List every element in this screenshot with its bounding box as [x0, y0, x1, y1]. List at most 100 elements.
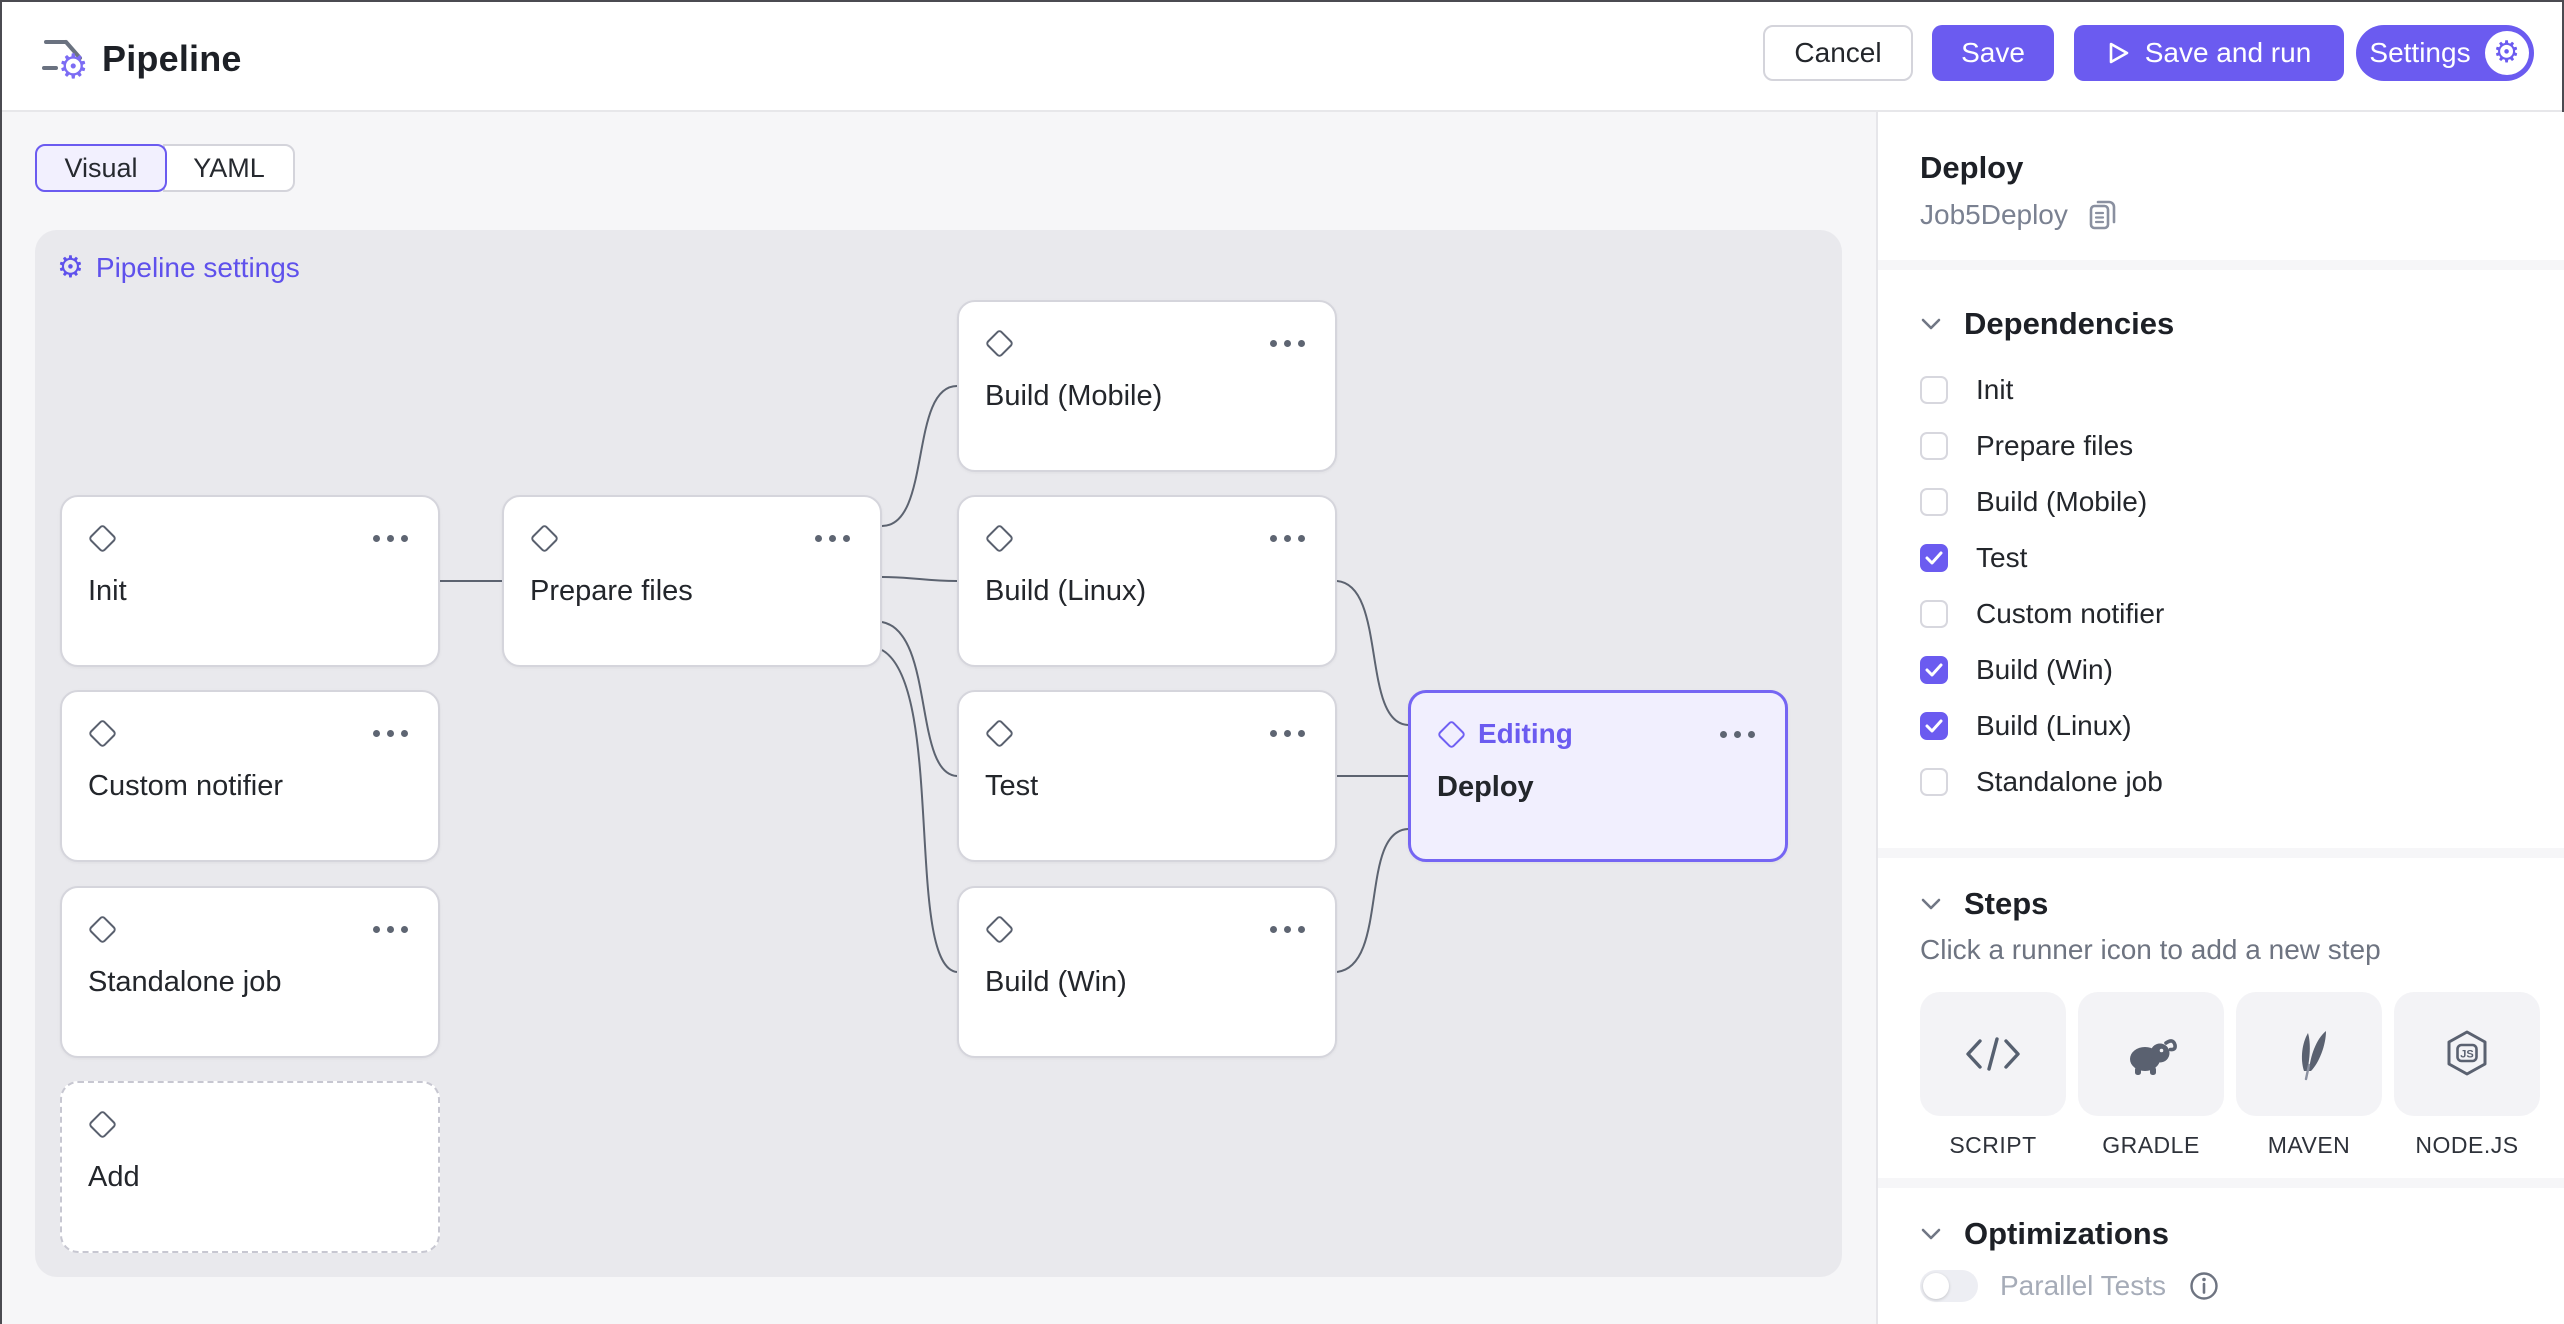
- dependency-row: Build (Win): [1920, 642, 2164, 698]
- dependency-checkbox-build-win[interactable]: [1920, 656, 1948, 684]
- job-node-init[interactable]: Init: [60, 495, 440, 667]
- chevron-down-icon: [1921, 318, 1941, 330]
- runner-nodejs[interactable]: JS NODE.JS: [2394, 992, 2540, 1159]
- gradle-elephant-icon: [2078, 992, 2224, 1116]
- job-node-label: Build (Win): [985, 966, 1127, 998]
- runner-script[interactable]: SCRIPT: [1920, 992, 2066, 1159]
- pipeline-settings-label: Pipeline settings: [95, 252, 300, 283]
- steps-hint: Click a runner icon to add a new step: [1920, 934, 2381, 965]
- add-job-node[interactable]: Add: [60, 1081, 440, 1253]
- dependency-label: Prepare files: [1976, 430, 2134, 461]
- top-header: ⚙ Pipeline Cancel Save Save and run Sett…: [2, 2, 2562, 112]
- save-and-run-button-label: Save and run: [2144, 37, 2312, 68]
- gear-icon: ⚙: [58, 48, 89, 86]
- section-separator: [1878, 848, 2564, 858]
- steps-title: Steps: [1964, 886, 2049, 921]
- job-id: Job5Deploy: [1920, 199, 2068, 230]
- node-menu-button[interactable]: [1716, 727, 1759, 742]
- dependency-checkbox-build-mobile[interactable]: [1920, 488, 1948, 516]
- job-node-label: Deploy: [1437, 771, 1534, 803]
- tab-yaml-label: YAML: [193, 152, 265, 183]
- pipeline-settings-link[interactable]: ⚙ Pipeline settings: [57, 252, 300, 284]
- job-node-label: Prepare files: [530, 575, 693, 607]
- runner-label: SCRIPT: [1949, 1132, 2037, 1158]
- section-separator: [1878, 1178, 2564, 1188]
- dependency-row: Build (Linux): [1920, 698, 2164, 754]
- job-diamond-icon: [87, 1109, 118, 1139]
- gear-icon: ⚙: [57, 251, 84, 284]
- runner-gradle[interactable]: GRADLE: [2078, 992, 2224, 1159]
- cancel-button[interactable]: Cancel: [1763, 25, 1913, 81]
- dependency-checkbox-prepare-files[interactable]: [1920, 432, 1948, 460]
- dependency-label: Build (Win): [1976, 654, 2113, 685]
- dependencies-list: Init Prepare files Build (Mobile) Test: [1920, 362, 2164, 810]
- dependencies-section-header[interactable]: Dependencies: [1920, 306, 2174, 342]
- play-icon: [2109, 42, 2129, 64]
- node-menu-button[interactable]: [369, 531, 412, 546]
- parallel-tests-row: Parallel Tests: [1920, 1270, 2220, 1302]
- dependency-row: Standalone job: [1920, 754, 2164, 810]
- node-menu-button[interactable]: [369, 922, 412, 937]
- job-diamond-icon: [984, 718, 1015, 748]
- parallel-tests-label: Parallel Tests: [2000, 1270, 2167, 1301]
- settings-button[interactable]: Settings ⚙: [2356, 25, 2534, 81]
- copy-icon[interactable]: [2084, 196, 2120, 234]
- pipeline-app-icon: ⚙: [36, 28, 92, 86]
- edge-prepare-build-linux: [881, 576, 958, 582]
- dependency-row: Custom notifier: [1920, 586, 2164, 642]
- settings-gear-badge: ⚙: [2484, 31, 2529, 75]
- node-menu-button[interactable]: [1266, 726, 1309, 741]
- node-menu-button[interactable]: [811, 531, 854, 546]
- dependency-checkbox-custom-notifier[interactable]: [1920, 600, 1948, 628]
- job-node-prepare-files[interactable]: Prepare files: [502, 495, 882, 667]
- add-job-label: Add: [88, 1161, 140, 1193]
- save-and-run-button[interactable]: Save and run: [2074, 25, 2344, 81]
- dependency-checkbox-test[interactable]: [1920, 544, 1948, 572]
- dependency-checkbox-build-linux[interactable]: [1920, 712, 1948, 740]
- tab-visual[interactable]: Visual: [35, 144, 167, 192]
- tab-yaml[interactable]: YAML: [163, 144, 295, 192]
- job-node-build-mobile[interactable]: Build (Mobile): [957, 300, 1337, 472]
- dependency-label: Standalone job: [1976, 766, 2163, 797]
- node-menu-button[interactable]: [1266, 922, 1309, 937]
- node-menu-button[interactable]: [1266, 336, 1309, 351]
- job-diamond-icon: [984, 523, 1015, 553]
- optimizations-title: Optimizations: [1964, 1216, 2169, 1251]
- tab-visual-label: Visual: [64, 152, 138, 183]
- job-diamond-icon: [984, 328, 1015, 358]
- job-diamond-icon: [87, 914, 118, 944]
- edge-prepare-test: [881, 621, 958, 777]
- info-icon[interactable]: [2188, 1270, 2220, 1302]
- optimizations-section-header[interactable]: Optimizations: [1920, 1216, 2169, 1252]
- dependency-label: Test: [1976, 542, 2028, 573]
- dependency-checkbox-init[interactable]: [1920, 376, 1948, 404]
- runner-maven[interactable]: MAVEN: [2236, 992, 2382, 1159]
- runner-list: SCRIPT GRADLE: [1920, 992, 2540, 1159]
- script-icon: [1920, 992, 2066, 1116]
- job-node-build-linux[interactable]: Build (Linux): [957, 495, 1337, 667]
- section-separator: [1878, 260, 2564, 270]
- job-diamond-icon: [984, 914, 1015, 944]
- page-title: Pipeline: [102, 38, 242, 79]
- job-node-deploy-editing[interactable]: Editing Deploy: [1408, 690, 1788, 862]
- edge-prepare-build-win: [881, 649, 958, 973]
- editor-area: Visual YAML ⚙ Pipeline settings: [2, 112, 1876, 1324]
- save-button[interactable]: Save: [1932, 25, 2054, 81]
- job-node-test[interactable]: Test: [957, 690, 1337, 862]
- dependency-row: Build (Mobile): [1920, 474, 2164, 530]
- dependency-label: Custom notifier: [1976, 598, 2165, 629]
- job-node-build-win[interactable]: Build (Win): [957, 886, 1337, 1058]
- parallel-tests-toggle[interactable]: [1920, 1270, 1978, 1302]
- runner-label: GRADLE: [2102, 1132, 2200, 1158]
- node-menu-button[interactable]: [369, 726, 412, 741]
- edge-build-linux-deploy: [1336, 580, 1409, 726]
- chevron-down-icon: [1921, 1228, 1941, 1240]
- job-node-standalone-job[interactable]: Standalone job: [60, 886, 440, 1058]
- job-diamond-icon: [87, 523, 118, 553]
- dependency-checkbox-standalone-job[interactable]: [1920, 768, 1948, 796]
- node-menu-button[interactable]: [1266, 531, 1309, 546]
- job-node-custom-notifier[interactable]: Custom notifier: [60, 690, 440, 862]
- steps-section-header[interactable]: Steps: [1920, 886, 2048, 922]
- job-node-label: Test: [985, 770, 1039, 802]
